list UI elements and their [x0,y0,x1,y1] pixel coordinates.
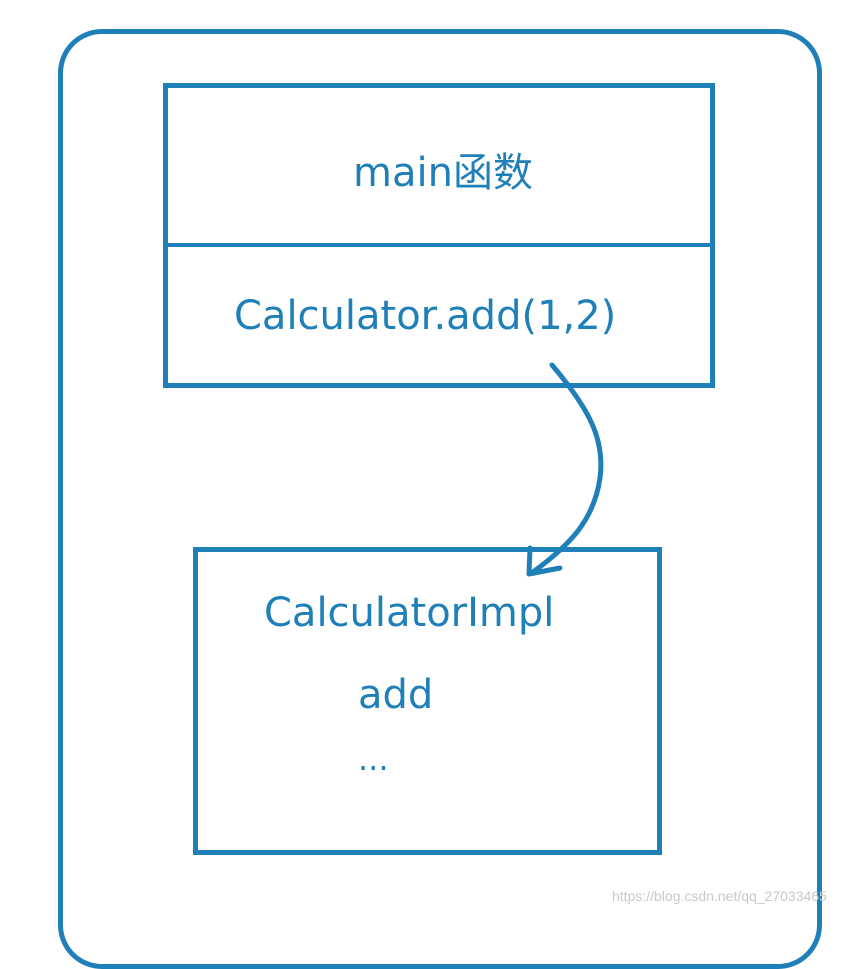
main-function-box: main函数 Calculator.add(1,2) [163,83,715,388]
impl-class-name: CalculatorImpl [264,590,555,636]
watermark-text: https://blog.csdn.net/qq_27033465 [612,888,827,904]
impl-method-add: add [358,672,434,718]
impl-more-ellipsis: ... [358,740,389,778]
calculator-impl-box: CalculatorImpl add ... [193,547,662,855]
box-divider [164,243,710,247]
main-function-title: main函数 [353,150,533,196]
method-call-label: Calculator.add(1,2) [234,293,617,339]
